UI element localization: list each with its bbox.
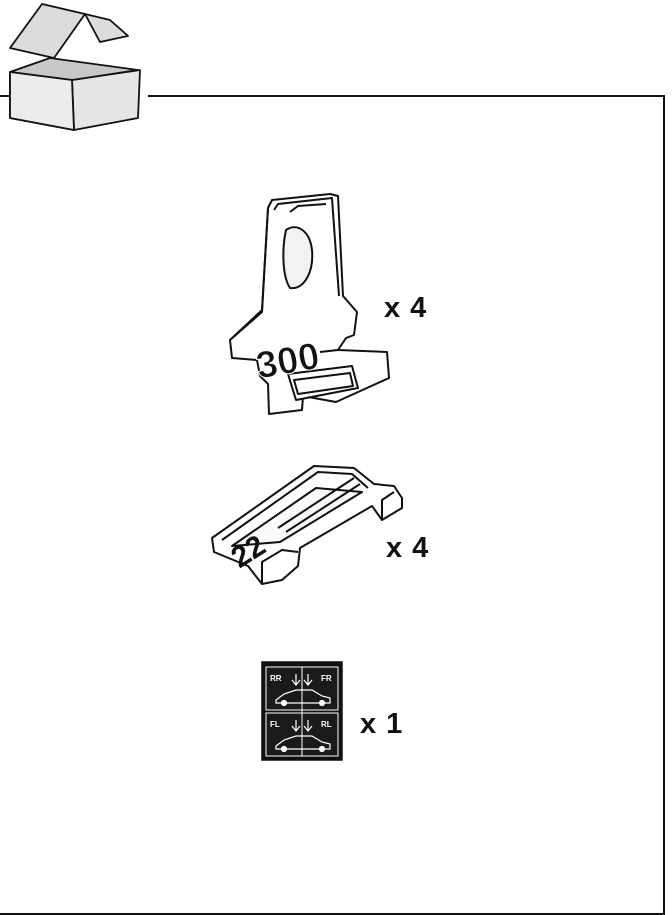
label-sheet-illustration: RR FR FL RL: [261, 661, 343, 761]
label-rl: RL: [321, 720, 332, 729]
bracket-quantity: x 4: [384, 292, 428, 324]
label-rr: RR: [270, 674, 282, 683]
content-frame: [0, 95, 665, 915]
label-sheet-quantity: x 1: [360, 708, 404, 740]
label-fl: FL: [270, 720, 280, 729]
bracket-300-illustration: [229, 193, 390, 415]
open-box-icon: [9, 3, 141, 131]
car-icon-bottom: [275, 720, 331, 753]
spacer-22-illustration: [211, 465, 403, 585]
spacer-quantity: x 4: [386, 532, 430, 564]
label-fr: FR: [321, 674, 332, 683]
car-icon-top: [275, 674, 331, 707]
